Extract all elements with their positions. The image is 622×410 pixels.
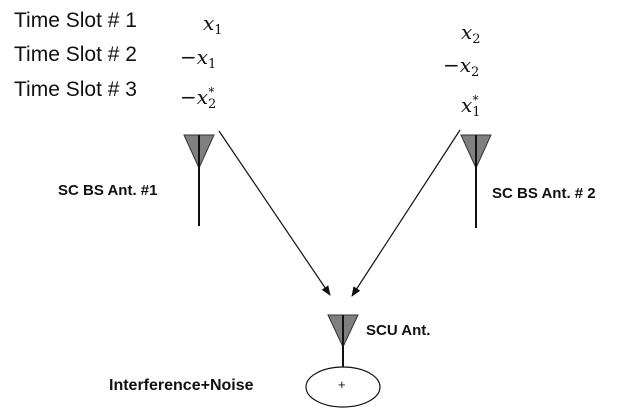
scu-antenna-label: SCU Ant. (366, 322, 431, 339)
scu-antenna-icon (327, 314, 359, 367)
interference-noise-label: Interference+Noise (109, 377, 254, 394)
ant2-symbol-slot-3: x1* (461, 93, 481, 120)
ant2-symbol-slot-1: x2 (461, 20, 481, 47)
bs-antenna-1-icon (183, 134, 215, 226)
bs-antenna-2-label: SC BS Ant. # 2 (492, 185, 596, 202)
time-slot-1-label: Time Slot # 1 (14, 9, 137, 32)
ant2-symbol-slot-2: −x2 (443, 53, 480, 80)
channel-arrow-2 (351, 129, 461, 297)
time-slot-2-label: Time Slot # 2 (14, 43, 137, 66)
ant1-symbol-slot-1: x1 (203, 11, 223, 38)
adder-plus-symbol: + (338, 377, 346, 392)
time-slot-3-label: Time Slot # 3 (14, 78, 137, 101)
adder-node (305, 366, 381, 408)
ant1-symbol-slot-2: −x1 (180, 45, 217, 72)
bs-antenna-1-label: SC BS Ant. #1 (58, 182, 158, 199)
channel-arrow-1 (218, 130, 331, 296)
ant1-symbol-slot-3: −x2* (180, 85, 217, 112)
bs-antenna-2-icon (460, 134, 492, 228)
